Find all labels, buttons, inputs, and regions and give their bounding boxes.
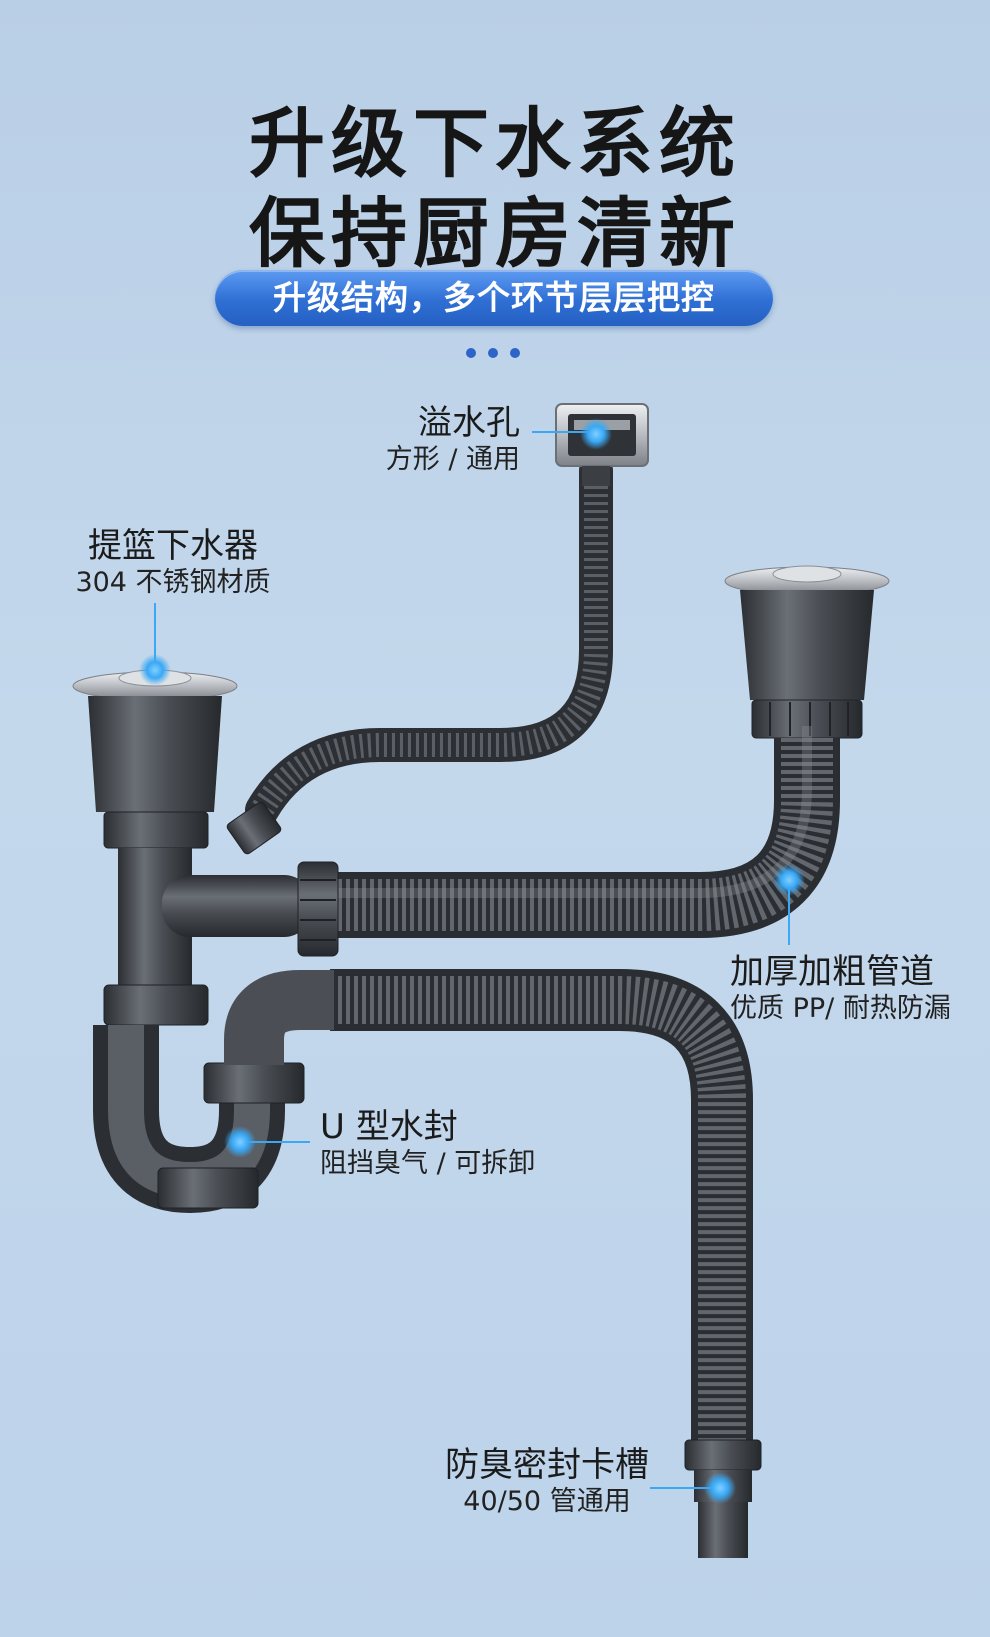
tee-connector: [162, 801, 339, 957]
overflow-subtitle: 方形 / 通用: [385, 444, 520, 475]
trap-title: U 型水封: [320, 1107, 458, 1147]
dot-icon: [510, 348, 520, 358]
main-outlet-hose: [330, 969, 753, 1440]
overflow-label: 溢水孔 方形 / 通用: [380, 403, 520, 477]
feature-banner: 升级结构，多个环节层层把控: [215, 270, 773, 326]
headline-line-2: 保持厨房清新: [249, 189, 741, 278]
dot-icon: [466, 348, 476, 358]
pipe-label: 加厚加粗管道 优质 PP/ 耐热防漏: [730, 952, 951, 1026]
basket-subtitle: 304 不锈钢材质: [75, 567, 271, 598]
u-trap: [93, 970, 334, 1214]
callout-markers: [139, 418, 805, 1504]
left-basket-strainer: [72, 669, 238, 988]
overflow-title: 溢水孔: [418, 403, 520, 443]
seal-label: 防臭密封卡槽 40/50 管通用: [440, 1445, 654, 1519]
overflow-hose: [245, 453, 613, 827]
dot-icon: [488, 348, 498, 358]
seal-title: 防臭密封卡槽: [445, 1445, 649, 1485]
trap-label: U 型水封 阻挡臭气 / 可拆卸: [320, 1107, 535, 1181]
basket-title: 提篮下水器: [88, 526, 258, 566]
seal-subtitle: 40/50 管通用: [463, 1486, 631, 1517]
trap-subtitle: 阻挡臭气 / 可拆卸: [320, 1148, 536, 1179]
basket-label: 提篮下水器 304 不锈钢材质: [53, 526, 293, 600]
pipe-subtitle: 优质 PP/ 耐热防漏: [730, 993, 951, 1024]
pipe-title: 加厚加粗管道: [730, 952, 934, 992]
right-basket-strainer: [724, 565, 890, 739]
headline-line-1: 升级下水系统: [249, 99, 741, 188]
